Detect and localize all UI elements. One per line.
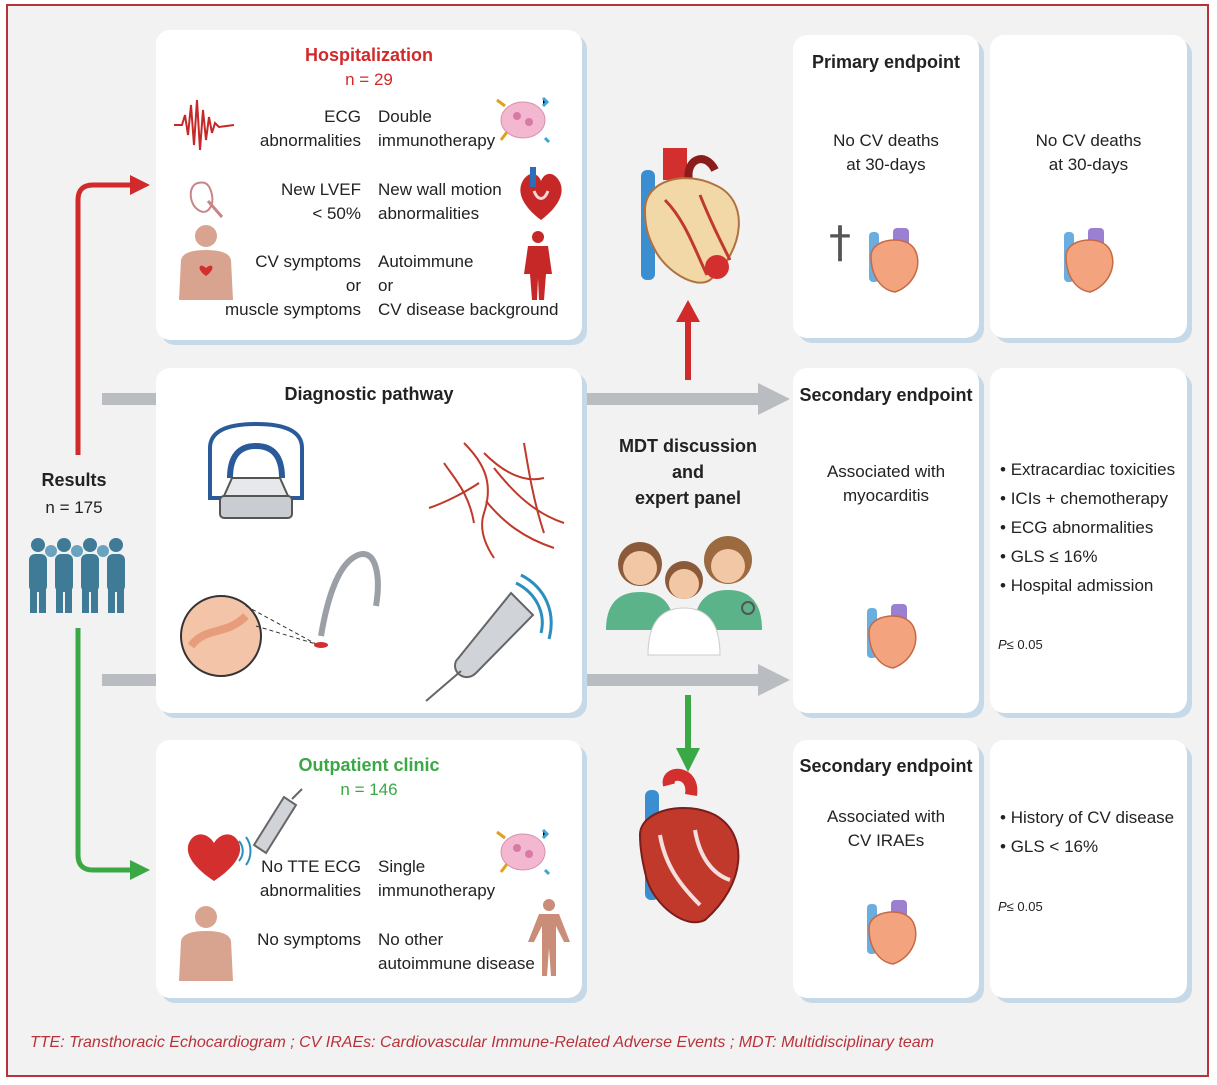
out-right-2: No other autoimmune disease xyxy=(378,930,535,973)
hosp-left-1: ECG abnormalities xyxy=(259,107,361,150)
out-left-1: No TTE ECG abnormalities xyxy=(259,857,361,900)
outpatient-box: Outpatient clinic n = 146 No TTE ECG abn… xyxy=(156,740,582,998)
gray-arrow-bottom-right xyxy=(585,674,760,686)
green-down-arrow-head xyxy=(676,748,700,772)
torso-heart-icon xyxy=(179,225,233,300)
secondary-endpoint-box-1: Secondary endpoint Associated with myoca… xyxy=(793,368,979,713)
heart-small-icon-3 xyxy=(867,604,917,669)
bullet-item: GLS ≤ 16% xyxy=(1000,542,1175,571)
tumor-cell-icon-2 xyxy=(496,828,551,876)
mri-scanner-icon xyxy=(208,421,304,519)
human-figure-red-icon xyxy=(524,231,552,300)
red-up-arrow-shaft xyxy=(685,320,691,380)
red-arrow-hospitalization xyxy=(75,182,132,455)
secondary-endpoint-details-1: Extracardiac toxicities ICIs + chemother… xyxy=(990,368,1187,713)
bullet-item: GLS < 16% xyxy=(1000,832,1174,861)
lungs-heart-icon xyxy=(189,181,224,218)
secondary-endpoint-title-2: Secondary endpoint xyxy=(799,756,973,776)
p-value-prefix: P xyxy=(998,899,1007,914)
secondary-endpoint-text-2: Associated with CV IRAEs xyxy=(826,807,946,850)
bullet-item: ECG abnormalities xyxy=(1000,513,1175,542)
green-arrow-head xyxy=(130,860,150,880)
hosp-right-1: Double immunotherapy xyxy=(378,107,496,150)
footnote: TTE: Transthoracic Echocardiogram ; CV I… xyxy=(30,1034,934,1051)
bullet-item: History of CV disease xyxy=(1000,803,1174,832)
heart-small-icon-2 xyxy=(1064,228,1114,293)
heart-small-icon-4 xyxy=(867,900,917,965)
primary-endpoint-text: No CV deaths at 30-days xyxy=(833,131,939,174)
people-group-icon xyxy=(29,538,125,613)
p-value-prefix: P xyxy=(998,637,1007,652)
hospitalization-count: n = 29 xyxy=(345,70,393,89)
primary-endpoint-box: Primary endpoint No CV deaths at 30-days… xyxy=(793,35,979,338)
heart-myocarditis-icon xyxy=(641,148,740,284)
tumor-cell-icon xyxy=(496,96,551,144)
echo-heart-icon xyxy=(187,788,303,881)
mdt-label: MDT discussion and expert panel xyxy=(618,436,757,508)
human-figure-icon xyxy=(528,899,570,976)
ecg-waveform-icon xyxy=(174,99,235,151)
primary-endpoint-box-2: No CV deaths at 30-days xyxy=(990,35,1187,338)
coronary-angiogram-icon xyxy=(428,442,565,559)
outpatient-count: n = 146 xyxy=(340,780,398,799)
hosp-left-2: New LVEF < 50% xyxy=(281,180,361,223)
gray-arrow-top-head xyxy=(758,383,790,415)
out-right-1: Single immunotherapy xyxy=(378,857,496,900)
secondary-1-bullet-list: Extracardiac toxicities ICIs + chemother… xyxy=(1000,455,1175,600)
catheter-biopsy-icon xyxy=(180,551,381,677)
bullet-item: ICIs + chemotherapy xyxy=(1000,484,1175,513)
gray-arrow-top-right xyxy=(585,393,760,405)
torso-icon xyxy=(179,906,233,981)
p-value-text: ≤ 0.05 xyxy=(1006,637,1043,652)
secondary-endpoint-text-1: Associated with myocarditis xyxy=(826,462,946,505)
primary-endpoint-title: Primary endpoint xyxy=(811,52,961,72)
hosp-right-3: Autoimmune or CV disease background xyxy=(378,252,559,319)
outpatient-title: Outpatient clinic xyxy=(298,755,440,775)
primary-endpoint-text-2: No CV deaths at 30-days xyxy=(1035,131,1142,174)
secondary-endpoint-details-2: History of CV disease GLS < 16% P≤ 0.05 xyxy=(990,740,1187,998)
red-up-arrow-head xyxy=(676,300,700,322)
hosp-left-3: CV symptoms or muscle symptoms xyxy=(224,252,361,319)
heart-section-icon xyxy=(520,167,562,220)
secondary-2-bullet-list: History of CV disease GLS < 16% xyxy=(1000,803,1174,861)
heart-anatomy-icon xyxy=(638,768,740,924)
results-count: n = 175 xyxy=(45,498,103,517)
results-label: Results xyxy=(41,470,107,490)
gray-arrow-bottom-left xyxy=(102,674,157,686)
p-value-1: P≤ 0.05 xyxy=(998,637,1043,652)
out-left-2: No symptoms xyxy=(257,930,361,949)
secondary-endpoint-box-2: Secondary endpoint Associated with CV IR… xyxy=(793,740,979,998)
hospitalization-title: Hospitalization xyxy=(304,45,433,65)
red-arrow-head xyxy=(130,175,150,195)
heart-small-icon xyxy=(869,228,919,293)
cross-icon: † xyxy=(829,217,851,268)
diagnostic-box: Diagnostic pathway xyxy=(156,368,582,713)
bullet-item: Hospital admission xyxy=(1000,571,1175,600)
hospitalization-box: Hospitalization n = 29 ECG abnormalities… xyxy=(156,30,582,340)
green-down-arrow-shaft xyxy=(685,695,691,750)
gray-arrow-top-left xyxy=(102,393,157,405)
diagnostic-title: Diagnostic pathway xyxy=(284,384,454,404)
p-value-2: P≤ 0.05 xyxy=(998,899,1043,914)
bullet-item: Extracardiac toxicities xyxy=(1000,455,1175,484)
medical-team-icon xyxy=(606,536,762,656)
gray-arrow-bottom-head xyxy=(758,664,790,696)
secondary-endpoint-title-1: Secondary endpoint xyxy=(799,385,973,405)
hosp-right-2: New wall motion abnormalities xyxy=(378,180,502,223)
p-value-text: ≤ 0.05 xyxy=(1006,899,1043,914)
ultrasound-probe-icon xyxy=(425,573,553,702)
green-arrow-outpatient xyxy=(75,628,132,873)
